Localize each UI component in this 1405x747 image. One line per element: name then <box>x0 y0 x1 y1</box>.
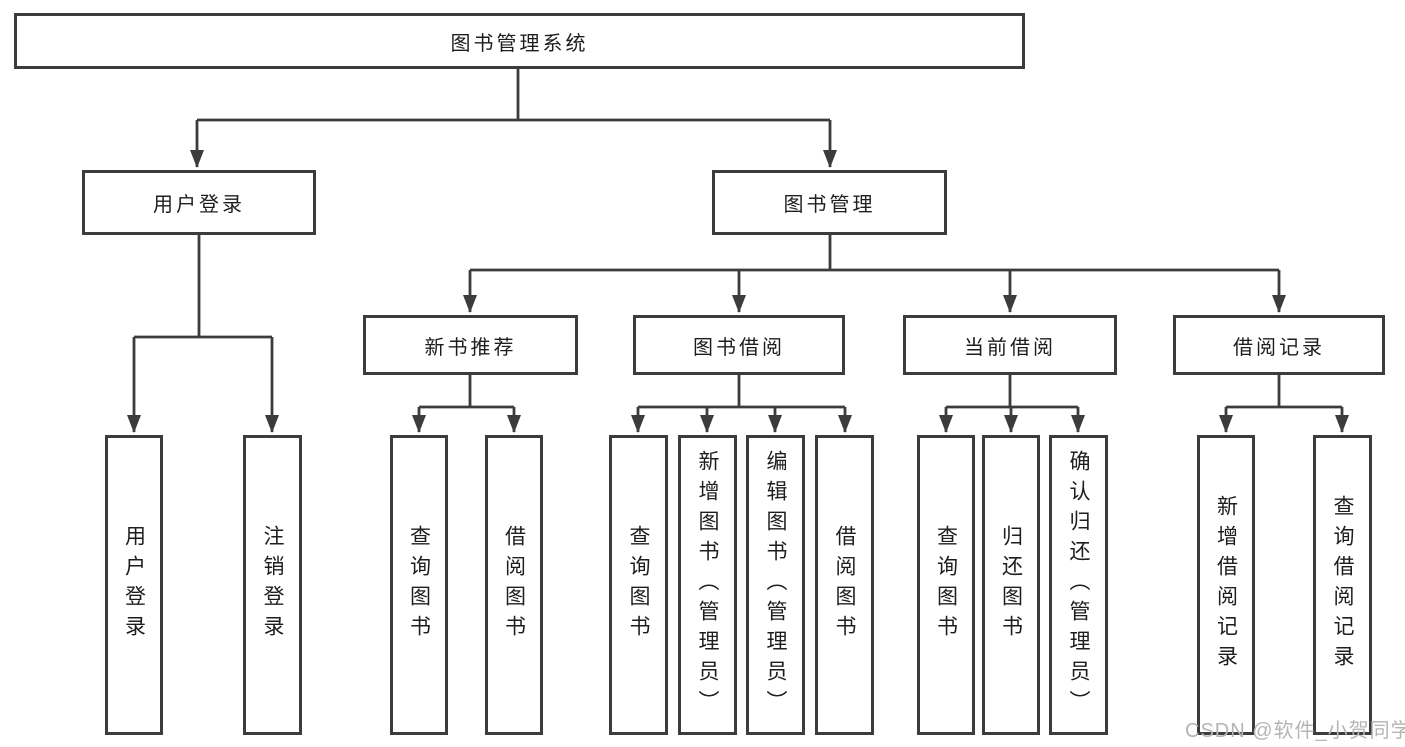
leaf-query-borrow-record: 查询借阅记录 <box>1313 435 1372 735</box>
node-label: 借阅图书 <box>502 525 526 645</box>
node-label: 借阅图书 <box>833 525 856 645</box>
leaf-edit-books-admin: 编辑图书（管理员） <box>746 435 805 735</box>
node-borrow-records: 借阅记录 <box>1173 315 1385 375</box>
node-label: 查询图书 <box>627 525 650 645</box>
node-label: 查询图书 <box>934 525 958 645</box>
node-label: 新增图书（管理员） <box>696 450 719 720</box>
node-label: 查询图书 <box>407 525 431 645</box>
node-book-borrowing: 图书借阅 <box>633 315 845 375</box>
node-label: 图书借阅 <box>693 336 785 359</box>
leaf-add-books-admin: 新增图书（管理员） <box>678 435 737 735</box>
node-label: 编辑图书（管理员） <box>764 450 787 720</box>
leaf-return-books: 归还图书 <box>982 435 1040 735</box>
node-label: 归还图书 <box>999 525 1023 645</box>
node-label: 借阅记录 <box>1233 336 1325 359</box>
node-label: 新书推荐 <box>424 336 517 359</box>
leaf-confirm-return-admin: 确认归还（管理员） <box>1049 435 1108 735</box>
csdn-watermark: CSDN @软件_小贺同学 <box>1185 720 1405 742</box>
node-label: 当前借阅 <box>964 336 1056 359</box>
node-library-management-system: 图书管理系统 <box>14 13 1025 69</box>
leaf-add-borrow-record: 新增借阅记录 <box>1197 435 1255 735</box>
leaf-borrow-books: 借阅图书 <box>815 435 874 735</box>
node-label: 用户登录 <box>122 525 146 645</box>
node-user-login: 用户登录 <box>82 170 316 235</box>
node-label: 查询借阅记录 <box>1331 495 1354 675</box>
node-new-book-recommend: 新书推荐 <box>363 315 578 375</box>
node-label: 注销登录 <box>261 525 284 645</box>
node-label: 新增借阅记录 <box>1214 495 1238 675</box>
node-label: 图书管理 <box>783 194 876 216</box>
node-current-borrowing: 当前借阅 <box>903 315 1117 375</box>
node-label: 用户登录 <box>153 194 245 216</box>
node-label: 确认归还（管理员） <box>1067 450 1090 720</box>
node-label: 图书管理系统 <box>450 32 589 55</box>
leaf-query-books-recommend: 查询图书 <box>390 435 448 735</box>
leaf-query-books-borrowing: 查询图书 <box>609 435 668 735</box>
leaf-borrow-books-recommend: 借阅图书 <box>485 435 543 735</box>
leaf-query-books-current: 查询图书 <box>917 435 975 735</box>
leaf-logout: 注销登录 <box>243 435 302 735</box>
leaf-user-login: 用户登录 <box>105 435 163 735</box>
node-book-management: 图书管理 <box>712 170 947 235</box>
